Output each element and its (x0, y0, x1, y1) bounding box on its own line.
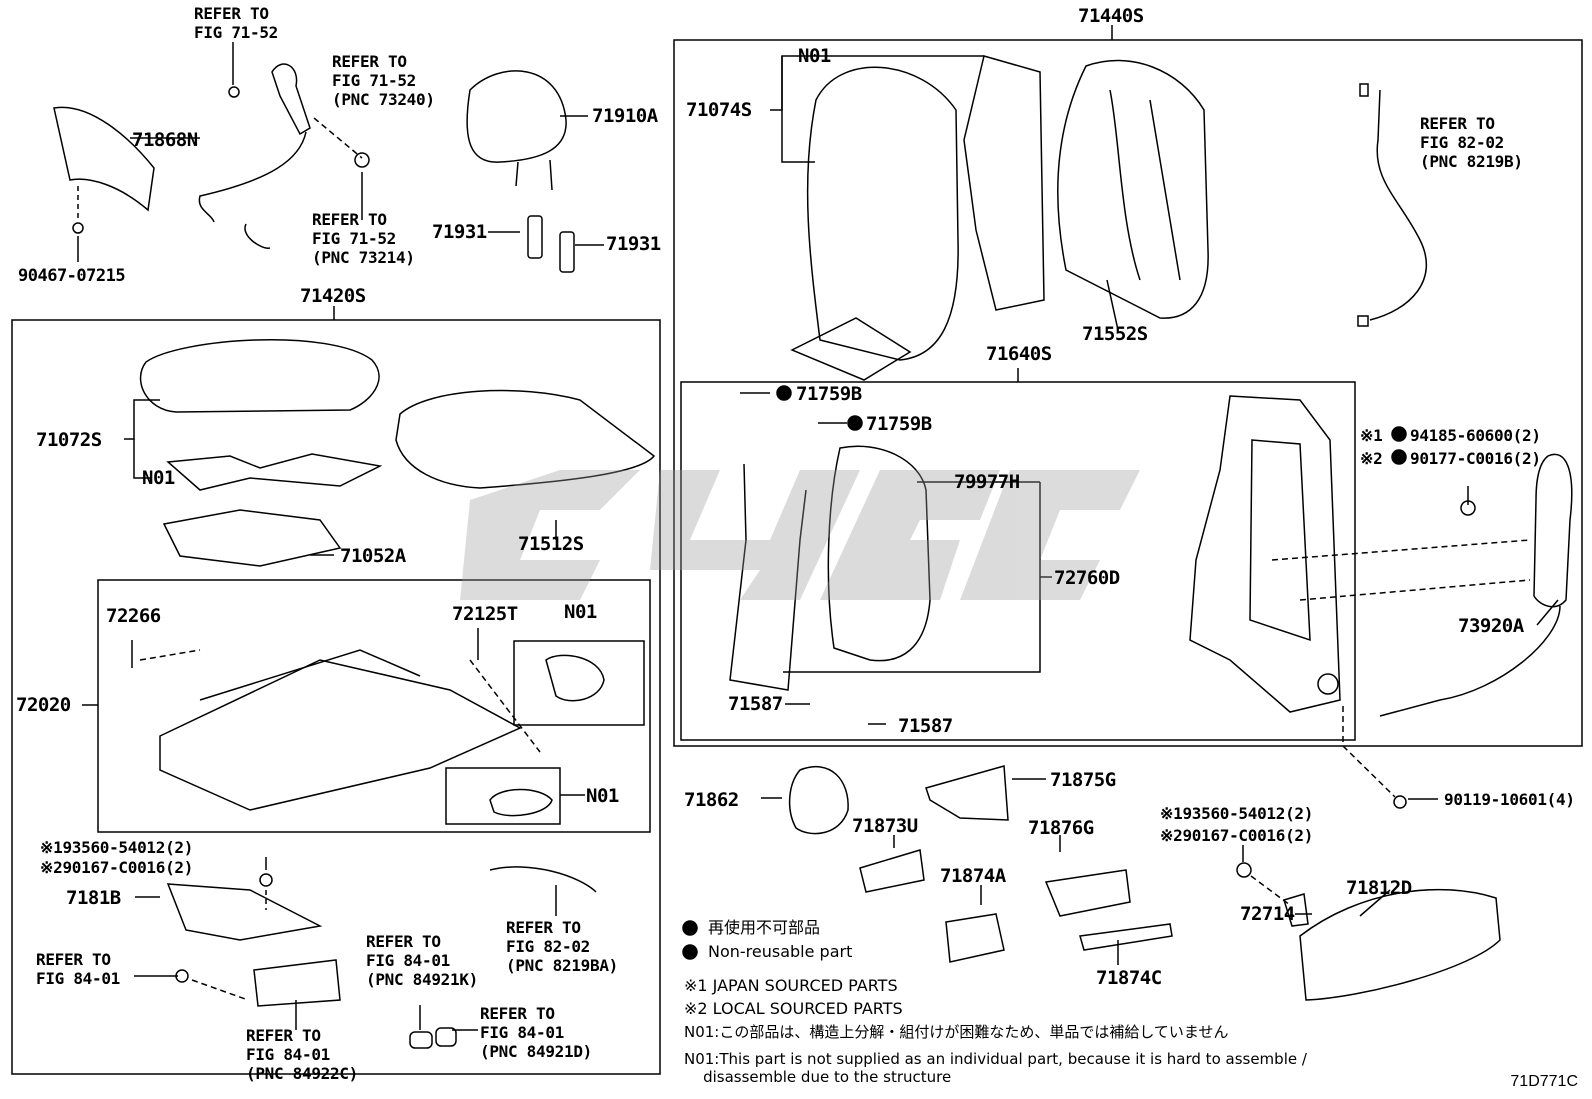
label-71587-a: 71587 (728, 693, 783, 715)
adjuster-motor-box-top (513, 640, 645, 726)
label-71876G: 71876G (1028, 817, 1094, 839)
label-71072S: 71072S (36, 429, 102, 451)
label-71874A: 71874A (940, 865, 1006, 887)
label-71931-left: 71931 (432, 221, 487, 243)
label-193560-left: ※193560-54012(2) (40, 838, 194, 857)
label-71875G: 71875G (1050, 769, 1116, 791)
label-73920A: 73920A (1458, 615, 1524, 637)
label-72125T: 72125T (452, 603, 518, 625)
label-71512S: 71512S (518, 533, 584, 555)
label-71440S: 71440S (1078, 5, 1144, 27)
label-71052A: 71052A (340, 545, 406, 567)
figure-code: 71D771C (1510, 1073, 1578, 1090)
legend-japan-sourced: ※1 JAPAN SOURCED PARTS (684, 976, 898, 995)
label-290167-right: ※290167-C0016(2) (1160, 826, 1314, 845)
refer-fig-82-02-pnc-8219BA: REFER TO FIG 82-02 (PNC 8219BA) (506, 918, 618, 975)
refer-fig-71-52-a: REFER TO FIG 71-52 (194, 4, 278, 42)
refer-fig-84-01-pnc-84921D: REFER TO FIG 84-01 (PNC 84921D) (480, 1004, 592, 1061)
label-193560-right: ※193560-54012(2) (1160, 804, 1314, 823)
label-71931-right: 71931 (606, 233, 661, 255)
label-71759B-b: 71759B (866, 413, 932, 435)
refer-fig-84-01-pnc-84921K: REFER TO FIG 84-01 (PNC 84921K) (366, 932, 478, 989)
legend-non-reusable-en: Non-reusable part (708, 942, 853, 961)
label-mark2-frame: ※2 (1360, 449, 1383, 468)
label-79977H: 79977H (954, 471, 1020, 493)
label-72760D: 72760D (1054, 567, 1120, 589)
seat-back-assy-box (673, 39, 1583, 747)
label-90119-10601: 90119-10601(4) (1444, 790, 1575, 809)
label-N01-back: N01 (798, 45, 831, 67)
label-N01-cushion: N01 (142, 467, 175, 489)
legend-non-reusable-jp: 再使用不可部品 (708, 918, 821, 937)
label-71587-b: 71587 (898, 715, 953, 737)
label-mark1-frame: ※1 (1360, 426, 1383, 445)
refer-fig-71-52-pnc-73240: REFER TO FIG 71-52 (PNC 73240) (332, 52, 435, 109)
label-71074S: 71074S (686, 99, 752, 121)
refer-fig-84-01-pnc-84922C: REFER TO FIG 84-01 (PNC 84922C) (246, 1026, 358, 1083)
refer-fig-84-01: REFER TO FIG 84-01 (36, 950, 120, 988)
seat-cushion-assy-box (11, 319, 661, 1075)
label-7181B: 7181B (66, 887, 121, 909)
label-90177-C0016: 90177-C0016(2) (1410, 449, 1541, 468)
label-71640S: 71640S (986, 343, 1052, 365)
label-71420S: 71420S (300, 285, 366, 307)
legend-n01-jp: N01:この部品は、構造上分解・組付けが困難なため、単品では補給していません (684, 1023, 1229, 1041)
label-90467-07215: 90467-07215 (18, 266, 126, 286)
label-71873U: 71873U (852, 815, 918, 837)
label-71759B-a: 71759B (796, 383, 862, 405)
label-71910A: 71910A (592, 105, 658, 127)
label-71868N: 71868N (132, 129, 198, 151)
seat-adjuster-box (97, 579, 651, 833)
refer-fig-82-02-pnc-8219B: REFER TO FIG 82-02 (PNC 8219B) (1420, 114, 1523, 171)
label-72020: 72020 (16, 694, 71, 716)
label-71812D: 71812D (1346, 877, 1412, 899)
label-71874C: 71874C (1096, 967, 1162, 989)
label-71862: 71862 (684, 789, 739, 811)
label-72266: 72266 (106, 605, 161, 627)
label-N01-adjuster-bottom: N01 (586, 785, 619, 807)
legend-local-sourced: ※2 LOCAL SOURCED PARTS (684, 999, 903, 1018)
watermark-logo (460, 470, 1140, 600)
label-71552S: 71552S (1082, 323, 1148, 345)
legend-n01-en: N01:This part is not supplied as an indi… (684, 1050, 1307, 1086)
label-94185-60600: 94185-60600(2) (1410, 426, 1541, 445)
adjuster-motor-box-bottom (445, 767, 561, 825)
label-N01-adjuster-top: N01 (564, 601, 597, 623)
refer-fig-71-52-pnc-73214: REFER TO FIG 71-52 (PNC 73214) (312, 210, 415, 267)
label-72714: 72714 (1240, 903, 1295, 925)
label-290167-left: ※290167-C0016(2) (40, 858, 194, 877)
